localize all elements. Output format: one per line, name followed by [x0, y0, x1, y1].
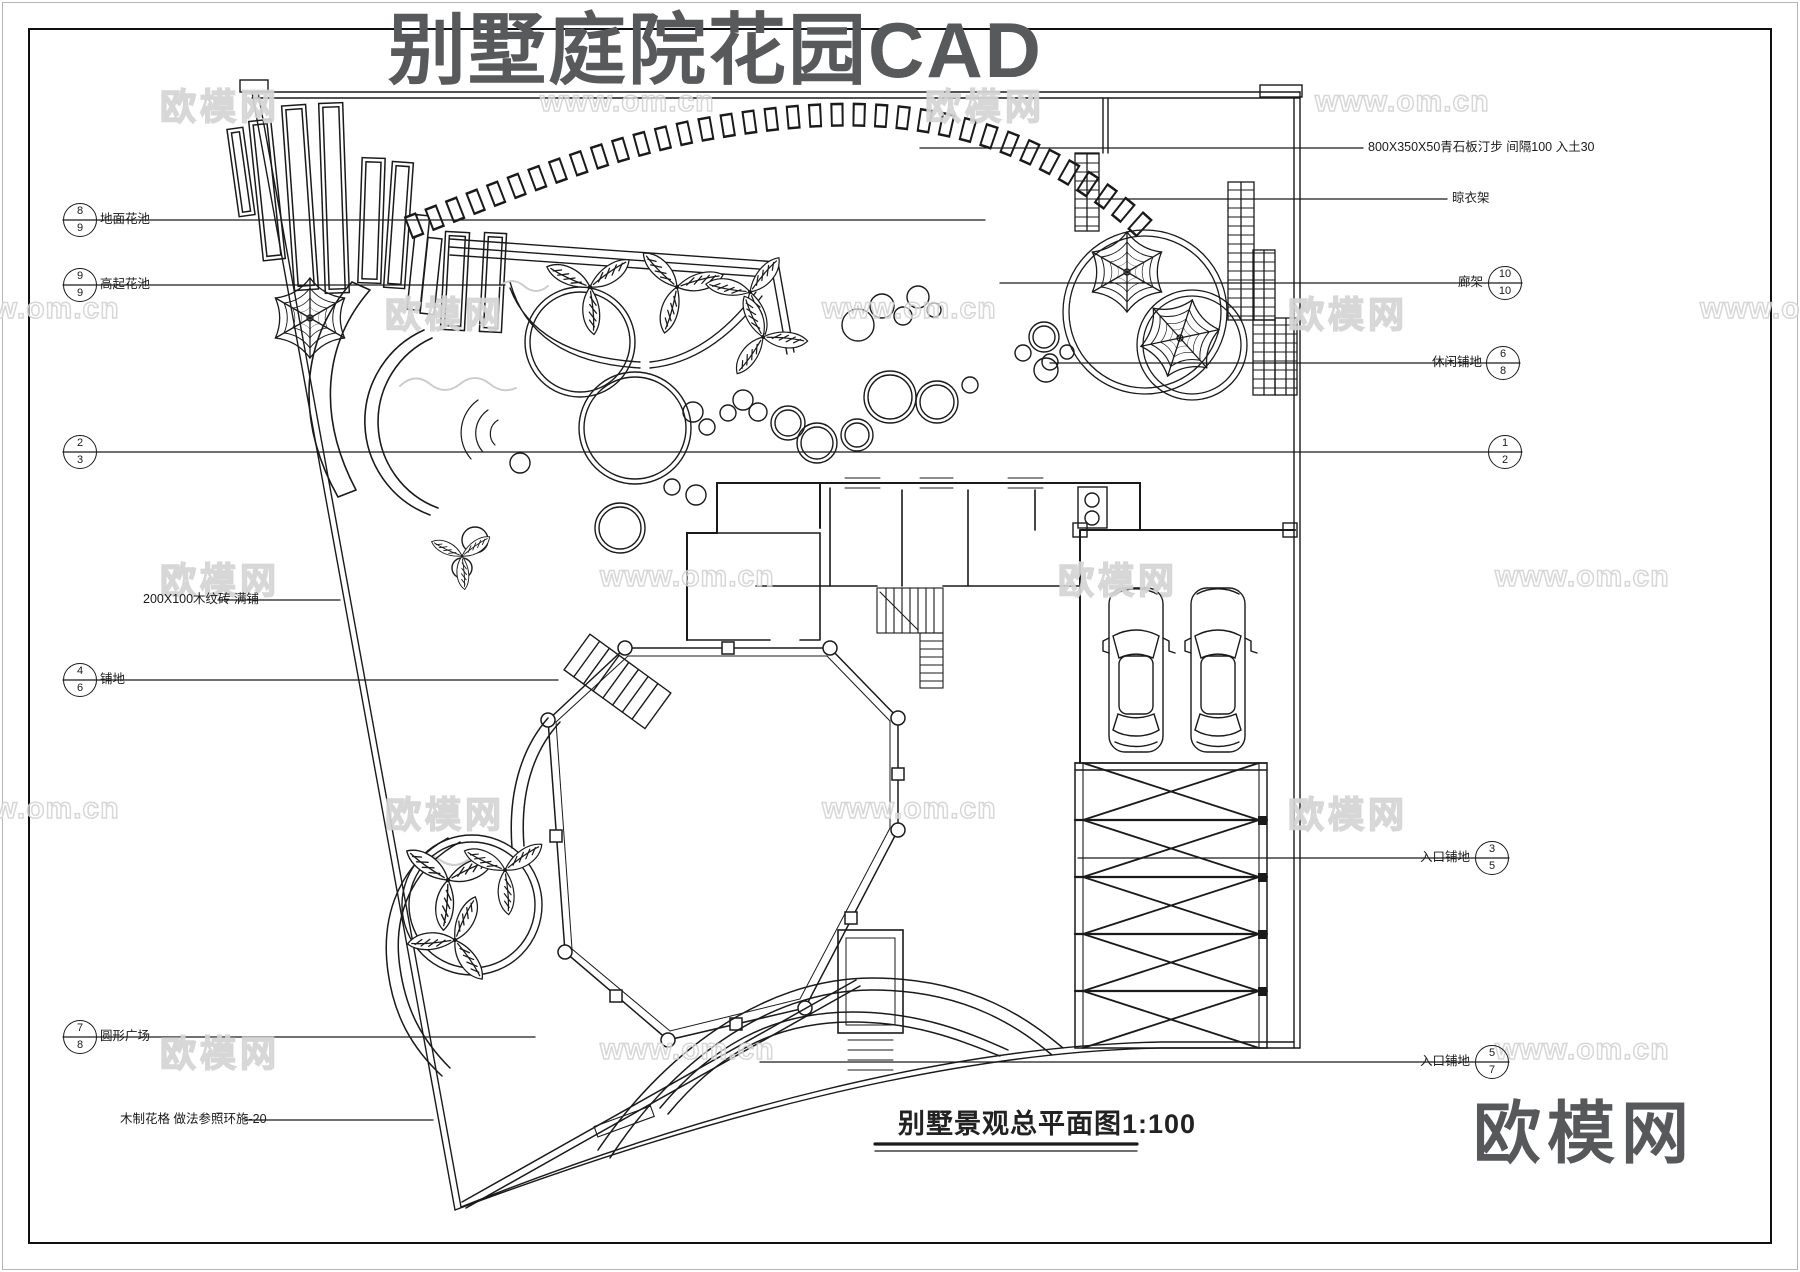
- callout-top: 10: [1498, 268, 1512, 280]
- callout-1-2: 1 2: [1488, 435, 1522, 469]
- callout-top: 2: [76, 437, 84, 449]
- pergola-grids: [1074, 152, 1298, 396]
- garden-paths: [385, 717, 1064, 1209]
- callout-top: 1: [1501, 437, 1509, 449]
- label-wood-lattice: 木制花格 做法参照环施-20: [120, 1112, 267, 1126]
- callout-circular-plaza: 7 8: [63, 1020, 97, 1054]
- callout-bottom: 10: [1498, 285, 1512, 297]
- callout-top: 7: [76, 1022, 84, 1034]
- label-ground-planter: 地面花池: [100, 212, 151, 226]
- curved-wall-and-pond: [308, 281, 499, 516]
- site-logo: 欧模网: [1473, 1096, 1696, 1172]
- callout-bottom: 3: [76, 454, 84, 466]
- callout-bottom: 9: [76, 222, 84, 234]
- callout-raised-planter: 9 9: [63, 268, 97, 302]
- callout-ground-planter: 8 9: [63, 203, 97, 237]
- inner-border: [28, 28, 1772, 1244]
- callout-bottom: 2: [1501, 454, 1509, 466]
- leader-lines: [62, 147, 1523, 1121]
- callout-entrance-paving-upper: 3 5: [1475, 841, 1509, 875]
- label-entrance-paving-lower: 入口铺地: [1420, 1054, 1471, 1068]
- flower-bed-slats: [226, 101, 508, 334]
- label-raised-planter: 高起花池: [100, 277, 151, 291]
- plant-clusters: [394, 240, 812, 1002]
- trellis-bridge: [563, 633, 672, 730]
- entrance-deck: [1073, 762, 1269, 1049]
- callout-leisure-paving: 6 8: [1486, 346, 1520, 380]
- label-leisure-paving: 休闲铺地: [1432, 355, 1483, 369]
- callout-bottom: 5: [1488, 860, 1496, 872]
- tree-circles: [451, 285, 1075, 579]
- callout-bottom: 9: [76, 287, 84, 299]
- web-tree-symbols: [275, 229, 1248, 401]
- label-stone-steps: 800X350X50青石板汀步 间隔100 入土30: [1368, 140, 1595, 154]
- parked-cars: [1102, 587, 1258, 753]
- callout-paving: 4 6: [63, 663, 97, 697]
- callout-pergola: 10 10: [1488, 266, 1522, 300]
- callout-entrance-paving-lower: 5 7: [1475, 1045, 1509, 1079]
- label-paving: 铺地: [100, 672, 126, 686]
- shrub-outline: [399, 280, 549, 866]
- label-wood-grain-brick: 200X100木纹砖 满铺: [143, 592, 260, 606]
- callout-bottom: 7: [1488, 1064, 1496, 1076]
- callout-top: 9: [76, 270, 84, 282]
- callout-bottom: 6: [76, 682, 84, 694]
- callout-top: 3: [1488, 843, 1496, 855]
- callout-top: 8: [76, 205, 84, 217]
- label-pergola: 廊架: [1458, 275, 1484, 289]
- callout-bottom: 8: [1499, 365, 1507, 377]
- stepping-stone-path: [403, 102, 1157, 241]
- label-clothes-rack: 晾衣架: [1452, 191, 1490, 205]
- callout-2-3: 2 3: [63, 435, 97, 469]
- callout-top: 6: [1499, 348, 1507, 360]
- callout-top: 5: [1488, 1047, 1496, 1059]
- house-plan: [686, 477, 1298, 1071]
- callout-bottom: 8: [76, 1039, 84, 1051]
- sheet-title: 别墅庭院花园CAD: [388, 6, 1043, 94]
- caption-underline: [873, 1142, 1139, 1152]
- octagon-terrace: [540, 640, 906, 1048]
- callout-top: 4: [76, 665, 84, 677]
- label-entrance-paving-upper: 入口铺地: [1420, 850, 1471, 864]
- drawing-caption: 别墅景观总平面图1:100: [898, 1109, 1197, 1139]
- label-circular-plaza: 圆形广场: [100, 1029, 151, 1043]
- planter-bench: [449, 238, 795, 369]
